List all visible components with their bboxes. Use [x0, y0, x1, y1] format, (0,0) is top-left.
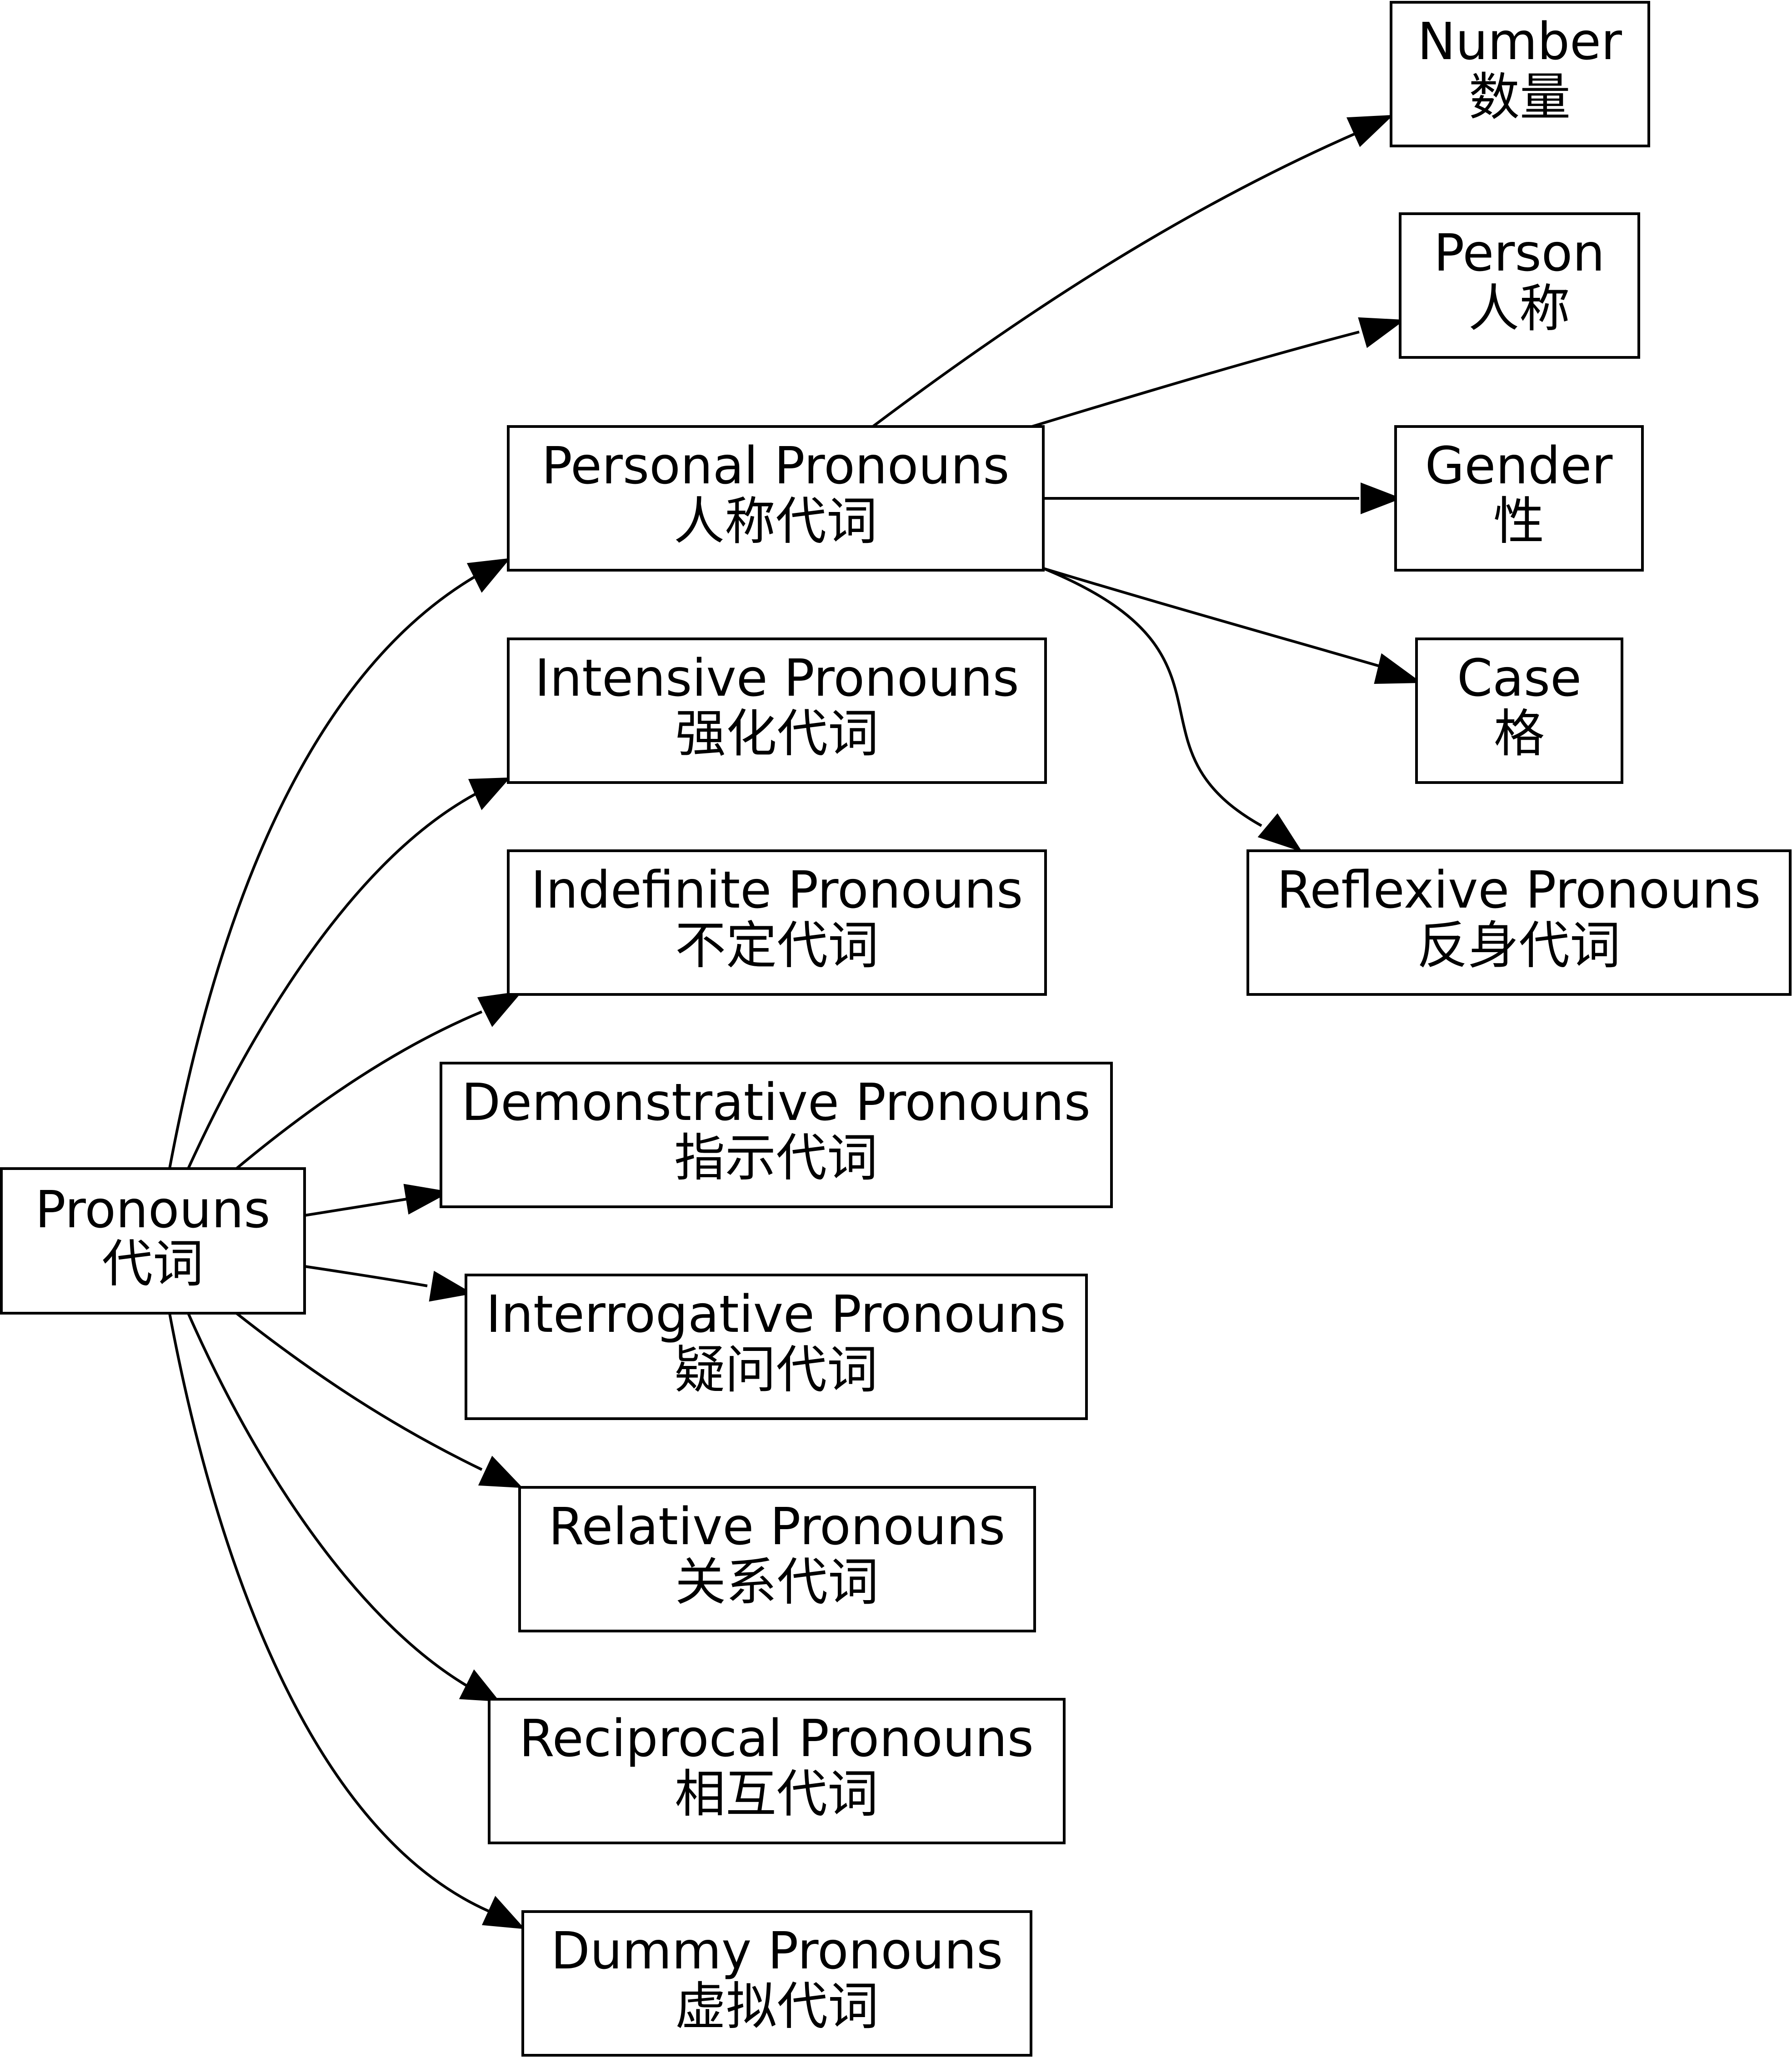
node-relative-pronouns-label-en: Relative Pronouns	[549, 1497, 1006, 1556]
node-number-box	[1390, 1, 1650, 147]
edge-root-interrogative	[304, 1265, 428, 1287]
arrowhead-relative	[478, 1456, 523, 1488]
node-reflexive-pronouns[interactable]: Reflexive Pronouns 反身代词	[1246, 849, 1792, 996]
node-interrogative-pronouns[interactable]: Interrogative Pronouns 疑问代词	[465, 1274, 1088, 1420]
node-person-label-en: Person	[1434, 224, 1605, 283]
arrowhead-gender	[1361, 482, 1402, 514]
edge-personal-number	[872, 131, 1360, 428]
node-gender-box	[1394, 425, 1644, 572]
node-interrogative-pronouns-label-zh: 疑问代词	[674, 1340, 878, 1400]
node-number-label-zh: 数量	[1469, 68, 1571, 127]
node-reciprocal-pronouns-label-en: Reciprocal Pronouns	[519, 1709, 1034, 1768]
edge-root-indefinite	[235, 1010, 483, 1170]
personal-edges	[872, 115, 1422, 852]
node-personal-pronouns-label-zh: 人称代词	[674, 492, 877, 551]
arrowhead-indefinite	[477, 991, 523, 1027]
node-root-box	[0, 1167, 306, 1315]
node-intensive-pronouns[interactable]: Intensive Pronouns 强化代词	[507, 637, 1047, 784]
node-intensive-pronouns-label-zh: 强化代词	[675, 704, 879, 763]
node-personal-pronouns[interactable]: Personal Pronouns 人称代词	[507, 425, 1045, 572]
node-relative-pronouns[interactable]: Relative Pronouns 关系代词	[518, 1486, 1036, 1632]
node-intensive-pronouns-box	[507, 637, 1047, 784]
arrowhead-intensive	[468, 777, 511, 810]
node-gender-label-zh: 性	[1493, 492, 1544, 551]
node-person-label-zh: 人称	[1468, 279, 1570, 338]
node-gender-label-en: Gender	[1425, 437, 1613, 496]
node-root-label-zh: 代词	[102, 1235, 204, 1294]
edge-root-personal	[168, 575, 476, 1169]
edge-personal-person	[1031, 331, 1360, 428]
arrowhead-interrogative	[429, 1270, 473, 1302]
node-interrogative-pronouns-box	[465, 1274, 1088, 1420]
node-indefinite-pronouns-label-zh: 不定代词	[675, 916, 879, 975]
edge-personal-reflexive	[1042, 567, 1262, 827]
node-case-label-zh: 格	[1494, 704, 1545, 763]
edge-root-dummy	[168, 1313, 490, 1912]
node-reflexive-pronouns-box	[1246, 849, 1792, 996]
node-dummy-pronouns-label-en: Dummy Pronouns	[551, 1922, 1003, 1981]
node-reflexive-pronouns-label-en: Reflexive Pronouns	[1277, 861, 1761, 920]
node-demonstrative-pronouns-box	[440, 1062, 1113, 1208]
node-personal-pronouns-box	[507, 425, 1045, 572]
edge-root-relative	[235, 1312, 483, 1471]
edge-personal-case	[1043, 567, 1380, 668]
node-person[interactable]: Person 人称	[1399, 212, 1640, 359]
arrowhead-person	[1358, 317, 1405, 348]
node-indefinite-pronouns-label-en: Indefinite Pronouns	[531, 861, 1023, 920]
node-demonstrative-pronouns-label-zh: 指示代词	[674, 1129, 878, 1188]
node-demonstrative-pronouns-label-en: Demonstrative Pronouns	[461, 1073, 1091, 1132]
node-intensive-pronouns-label-en: Intensive Pronouns	[535, 649, 1019, 708]
node-relative-pronouns-box	[518, 1486, 1036, 1632]
root-edges	[168, 558, 525, 1929]
edge-root-reciprocal	[187, 1312, 468, 1687]
node-gender[interactable]: Gender 性	[1394, 425, 1644, 572]
edge-root-demonstrative	[304, 1198, 407, 1217]
node-reciprocal-pronouns[interactable]: Reciprocal Pronouns 相互代词	[488, 1698, 1066, 1844]
node-person-box	[1399, 212, 1640, 359]
arrowhead-number	[1346, 115, 1394, 147]
node-personal-pronouns-label-en: Personal Pronouns	[541, 437, 1009, 496]
arrowhead-case	[1374, 653, 1422, 684]
node-demonstrative-pronouns[interactable]: Demonstrative Pronouns 指示代词	[440, 1062, 1113, 1208]
arrowhead-personal	[466, 558, 511, 593]
node-case-label-en: Case	[1457, 649, 1582, 708]
node-dummy-pronouns[interactable]: Dummy Pronouns 虚拟代词	[521, 1910, 1032, 2057]
edge-root-intensive	[187, 792, 477, 1170]
arrowhead-dummy	[482, 1896, 525, 1929]
arrowhead-reflexive	[1257, 813, 1302, 852]
node-dummy-pronouns-label-zh: 虚拟代词	[675, 1977, 879, 2036]
node-reciprocal-pronouns-label-zh: 相互代词	[675, 1765, 878, 1824]
node-root[interactable]: Pronouns 代词	[0, 1167, 306, 1315]
node-dummy-pronouns-box	[521, 1910, 1032, 2057]
node-root-label-en: Pronouns	[35, 1180, 270, 1240]
node-number[interactable]: Number 数量	[1390, 1, 1650, 147]
node-reflexive-pronouns-label-zh: 反身代词	[1417, 916, 1621, 975]
node-number-label-en: Number	[1417, 12, 1622, 71]
node-case[interactable]: Case 格	[1415, 637, 1623, 784]
node-interrogative-pronouns-label-en: Interrogative Pronouns	[486, 1285, 1066, 1344]
node-indefinite-pronouns[interactable]: Indefinite Pronouns 不定代词	[507, 849, 1047, 996]
node-indefinite-pronouns-box	[507, 849, 1047, 996]
arrowhead-demonstrative	[403, 1184, 451, 1215]
node-reciprocal-pronouns-box	[488, 1698, 1066, 1844]
arrowhead-reciprocal	[459, 1669, 500, 1702]
node-case-box	[1415, 637, 1623, 784]
node-relative-pronouns-label-zh: 关系代词	[675, 1553, 879, 1612]
